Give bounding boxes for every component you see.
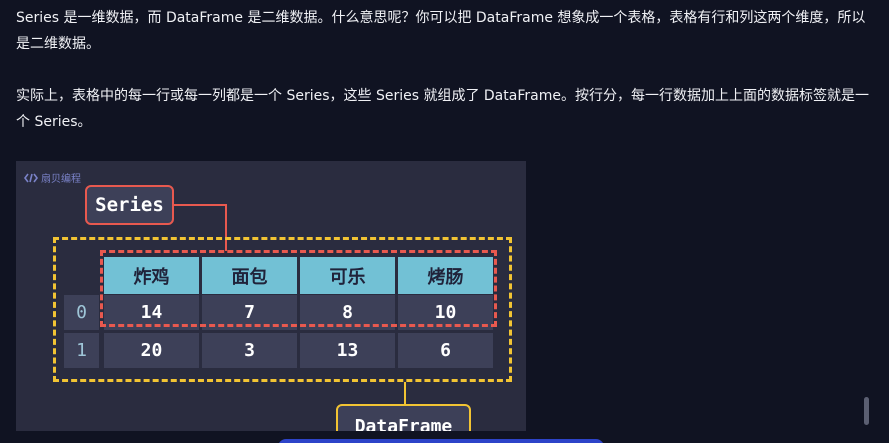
column-header: 面包 (202, 257, 297, 294)
paragraph-rows-are-series: 实际上，表格中的每一行或每一列都是一个 Series，这些 Series 就组成… (16, 88, 869, 130)
dataframe-illustration: 扇贝编程 Series 炸鸡 面包 可乐 烤肠 0 14 7 8 10 1 20… (16, 161, 526, 431)
series-connector-horizontal (174, 204, 226, 206)
table-cell: 20 (104, 333, 199, 368)
code-brackets-icon (24, 173, 38, 183)
column-header: 炸鸡 (104, 257, 199, 294)
scrollbar-thumb[interactable] (864, 397, 869, 425)
paragraph-series-vs-dataframe: Series 是一维数据，而 DataFrame 是二维数据。什么意思呢？你可以… (16, 10, 866, 52)
series-row-outline (100, 250, 497, 327)
series-label: Series (85, 185, 174, 225)
table-cell: 13 (300, 333, 395, 368)
brand-name: 扇贝编程 (41, 174, 81, 185)
row-index: 1 (64, 333, 99, 368)
series-connector-vertical (225, 204, 227, 251)
bottom-action-bar[interactable] (278, 439, 604, 443)
row-index: 0 (64, 295, 99, 330)
dataframe-connector (404, 382, 406, 404)
brand-watermark: 扇贝编程 (24, 170, 81, 185)
table-cell: 3 (202, 333, 297, 368)
column-header: 烤肠 (398, 257, 493, 294)
dataframe-outline (53, 237, 512, 382)
column-header: 可乐 (300, 257, 395, 294)
dataframe-label: DataFrame (336, 404, 471, 431)
table-cell: 6 (398, 333, 493, 368)
